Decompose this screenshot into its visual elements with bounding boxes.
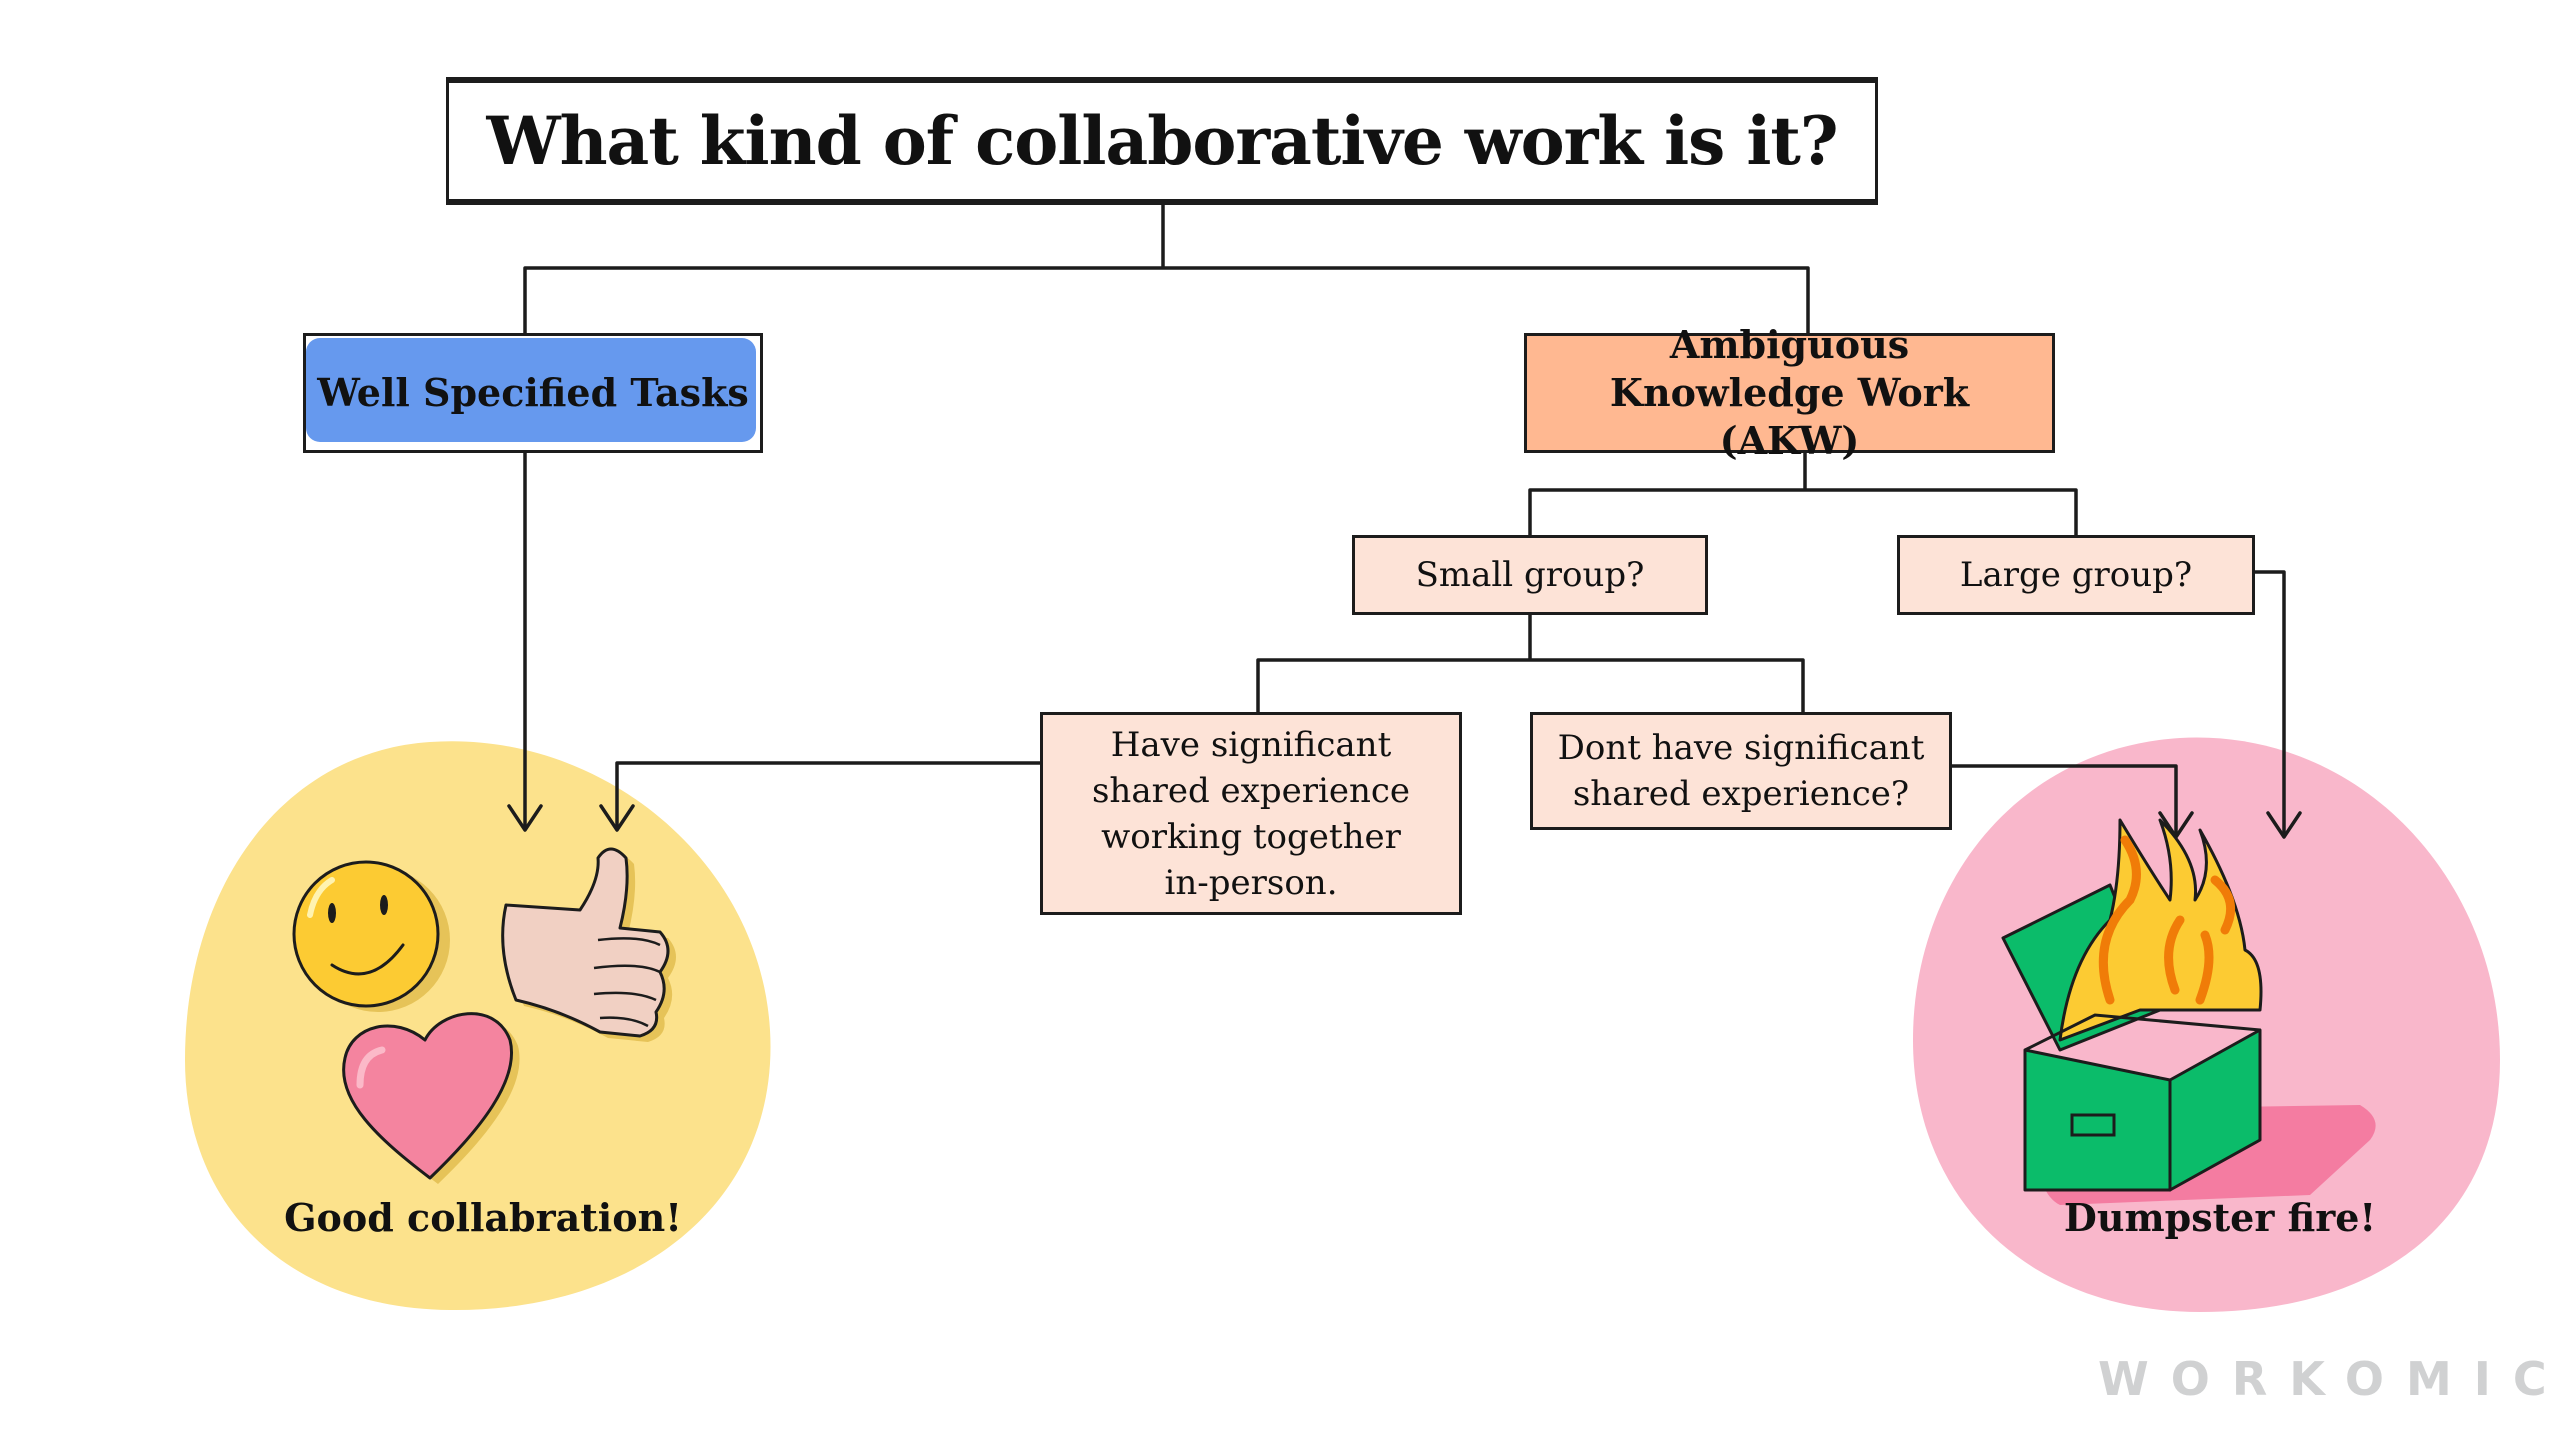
have-experience-label: Have significant shared experience worki… xyxy=(1091,724,1411,903)
small-group-box: Small group? xyxy=(1352,535,1708,615)
heart-icon xyxy=(342,1012,520,1184)
dumpster-handle-icon xyxy=(2070,1113,2116,1137)
smiley-face-icon xyxy=(292,860,450,1012)
dont-have-experience-box: Dont have significant shared experience? xyxy=(1530,712,1952,830)
have-experience-box: Have significant shared experience worki… xyxy=(1040,712,1462,915)
dont-have-experience-label: Dont have significant shared experience? xyxy=(1557,728,1925,814)
large-group-label: Large group? xyxy=(1959,555,2193,595)
well-specified-label: Well Specified Tasks xyxy=(317,370,749,415)
connector-have-to-good xyxy=(615,761,1042,830)
connector-dont-to-bad xyxy=(1950,764,2178,837)
akw-label: Ambiguous Knowledge Work (AKW) xyxy=(1609,322,1970,463)
bad-outcome-label: Dumpster fire! xyxy=(2063,1195,2377,1240)
connector-akw-to-groups xyxy=(1528,451,2078,537)
arrowhead-dont xyxy=(2158,811,2194,839)
page-title: What kind of collaborative work is it? xyxy=(486,102,1838,180)
good-outcome-label: Good collabration! xyxy=(284,1195,682,1240)
connector-small-to-experience xyxy=(1256,613,1805,714)
workomics-logo: WORKOMICS xyxy=(2098,1352,2560,1406)
title-box: What kind of collaborative work is it? xyxy=(446,77,1878,205)
connector-title-to-categories xyxy=(523,203,1810,335)
connector-large-to-bad xyxy=(2253,570,2286,837)
arrowhead-have xyxy=(599,804,635,832)
arrowhead-large xyxy=(2266,811,2302,839)
well-specified-fill xyxy=(306,338,756,442)
small-group-label: Small group? xyxy=(1415,555,1645,595)
dumpster-fire-icon xyxy=(2001,818,2376,1205)
thumbs-up-icon xyxy=(501,847,676,1042)
akw-box: Ambiguous Knowledge Work (AKW) xyxy=(1524,322,2055,463)
arrowhead-well-specified xyxy=(507,804,543,832)
large-group-box: Large group? xyxy=(1897,535,2255,615)
well-specified-tasks-box: Well Specified Tasks xyxy=(303,333,763,453)
